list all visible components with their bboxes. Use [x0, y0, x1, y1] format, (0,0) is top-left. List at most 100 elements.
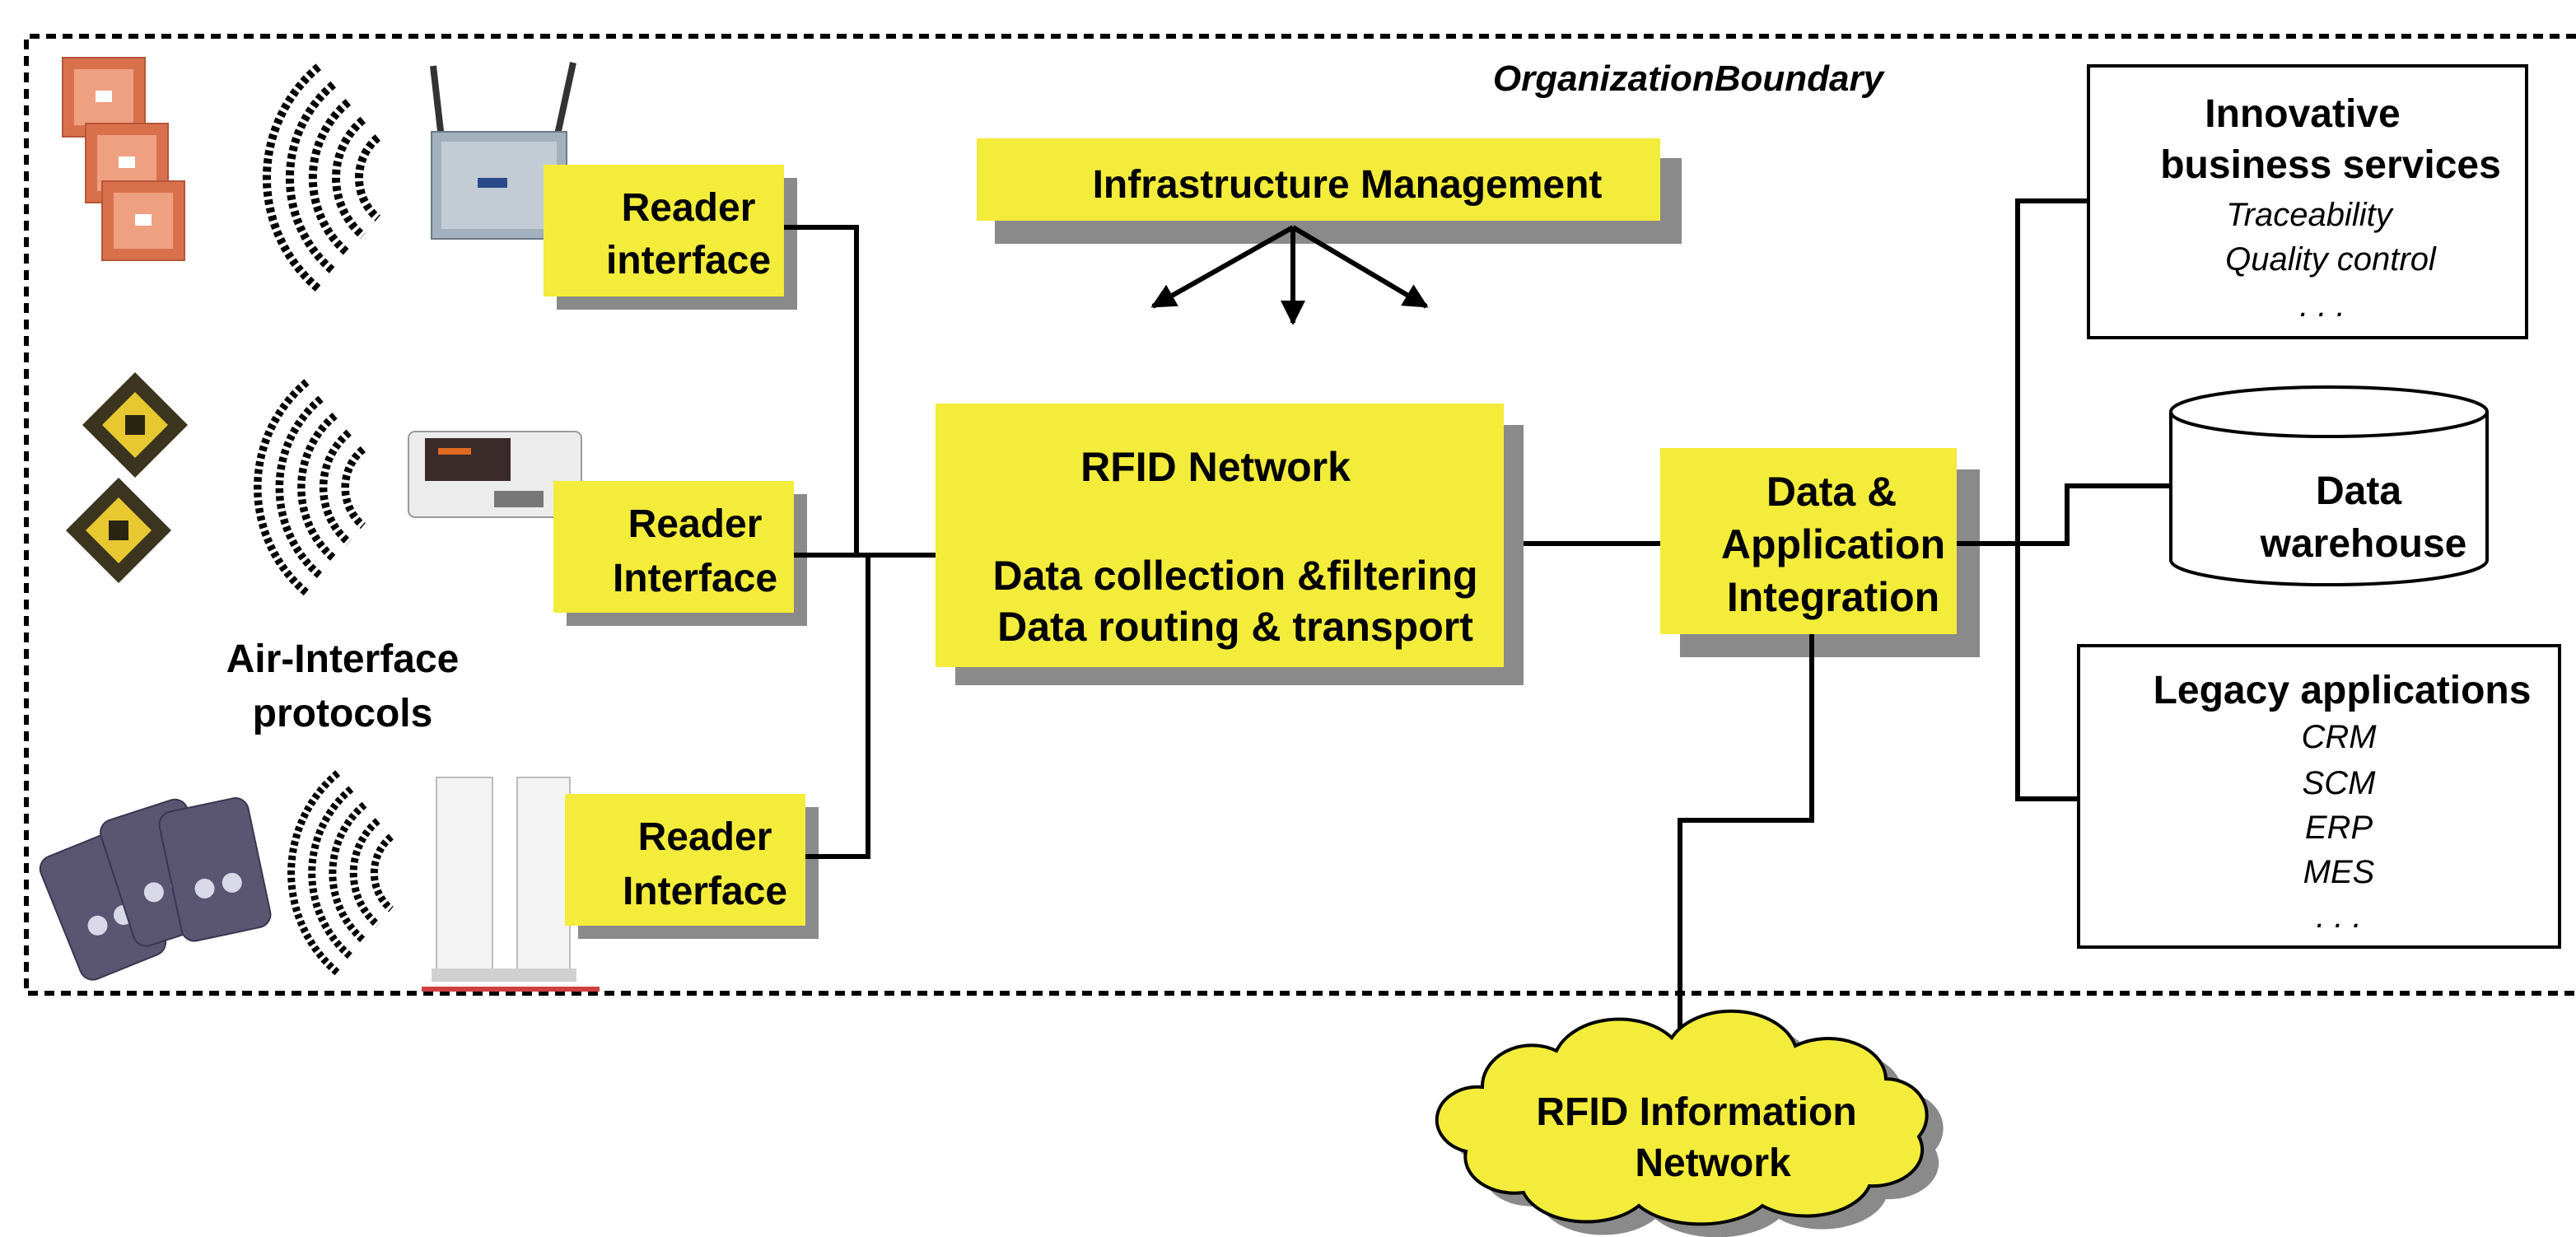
- gate-base: [432, 969, 576, 982]
- card-dot: [87, 915, 108, 936]
- infrastructure-management-label: Infrastructure Management: [1093, 163, 1603, 207]
- box-fill: [1660, 448, 1957, 634]
- reader-port: [494, 491, 544, 507]
- legacy-application-item: MES: [2303, 854, 2375, 890]
- reader-interface-label: Interface: [623, 870, 787, 913]
- wave-arc: [355, 134, 381, 222]
- gate-reader-icon: [422, 777, 600, 992]
- card-dot: [222, 872, 242, 893]
- data-warehouse-line2: warehouse: [2260, 522, 2467, 566]
- management-arrows: [1150, 225, 1429, 325]
- antenna-right: [553, 62, 576, 139]
- tag-chip: [125, 415, 145, 435]
- business-services-line2: business services: [2160, 143, 2501, 187]
- connector-integration-cloud: [1678, 634, 1814, 1054]
- wave-arc: [370, 833, 394, 913]
- organization-boundary: [24, 34, 2576, 996]
- business-services-line1: Innovative: [2205, 92, 2400, 136]
- wave-arc: [341, 446, 366, 530]
- box-fill: [544, 165, 784, 296]
- information-network-line1: RFID Information: [1536, 1090, 1856, 1134]
- gate-panel-right: [516, 777, 571, 979]
- rfid-tag-icon: [82, 372, 188, 478]
- integration-line1: Data &: [1766, 469, 1897, 515]
- wave-arc: [332, 116, 366, 240]
- cylinder-body: [2169, 412, 2489, 586]
- legacy-application-item: CRM: [2301, 719, 2377, 755]
- reader-interface-box-1: Reader interface: [544, 165, 797, 310]
- wave-arc: [319, 429, 352, 546]
- box-fill: [977, 138, 1660, 221]
- connector-reader-1: [784, 225, 859, 555]
- box-frame: [2077, 644, 2561, 949]
- reader-interface-box-2: Reader Interface: [553, 481, 807, 626]
- integration-line3: Integration: [1727, 574, 1939, 620]
- gate-panel-left: [436, 777, 493, 979]
- cloud-shape: [1435, 1009, 1929, 1226]
- reader-interface-box-3: Reader Interface: [565, 794, 819, 939]
- cylinder-top: [2169, 385, 2489, 438]
- arrow-left: [1150, 225, 1295, 309]
- legacy-application-item: ERP: [2305, 810, 2373, 846]
- tag-chip: [96, 91, 112, 102]
- wave-arc: [285, 81, 337, 275]
- rfid-network-line1: Data collection &filtering: [993, 553, 1478, 599]
- reader-interface-label: Reader: [638, 815, 772, 859]
- connector-reader-3: [805, 555, 870, 859]
- rfid-card-icon: [158, 797, 272, 942]
- information-network-line2: Network: [1635, 1141, 1791, 1185]
- wave-arc: [275, 395, 324, 580]
- business-service-item: Traceability: [2226, 197, 2395, 233]
- rfid-network-box: RFID Network Data collection &filtering …: [936, 404, 1524, 685]
- gate-caption-mark: [422, 987, 600, 992]
- box-fill: [936, 404, 1504, 667]
- wave-arc: [297, 412, 338, 563]
- infrastructure-management-box: Infrastructure Management: [977, 138, 1682, 244]
- box-fill: [553, 481, 794, 613]
- radio-waves-icon: [287, 770, 394, 976]
- radio-waves-icon: [262, 63, 381, 292]
- business-service-item: . . .: [2299, 287, 2345, 324]
- card-dot: [143, 882, 164, 903]
- rfid-tag-icon: [66, 478, 171, 583]
- arrow-right: [1291, 225, 1429, 309]
- reader-interface-label: interface: [606, 239, 771, 282]
- reader-label: [478, 178, 507, 188]
- legacy-application-item: SCM: [2303, 765, 2377, 801]
- wave-arc: [287, 770, 341, 976]
- rfid-network-title: RFID Network: [1080, 444, 1351, 490]
- reader-interface-label: Interface: [613, 557, 777, 600]
- box-fill: [565, 794, 805, 926]
- integration-line2: Application: [1721, 521, 1945, 567]
- air-interface-label-line2: protocols: [253, 692, 433, 735]
- data-warehouse-cylinder: Data warehouse: [2169, 385, 2489, 586]
- connector-integration-warehouse: [1957, 483, 2171, 546]
- tag-chip: [119, 156, 135, 168]
- reader-accent: [438, 448, 471, 455]
- rfid-network-line2: Data routing & transport: [997, 604, 1473, 650]
- card-dot: [194, 878, 215, 899]
- tag-chip: [135, 214, 152, 226]
- rfid-tag-stack-icon: [66, 372, 188, 583]
- data-warehouse-line1: Data: [2316, 469, 2401, 513]
- reader-panel: [425, 438, 511, 481]
- integration-box: Data & Application Integration: [1660, 448, 1980, 657]
- rfid-tag-stack-icon: [62, 57, 185, 261]
- card-body: [158, 797, 272, 942]
- tag-chip: [109, 520, 128, 540]
- business-services-box: Innovative business services Traceabilit…: [2087, 64, 2528, 339]
- connector-trunk-right: [2015, 198, 2088, 801]
- reader-interface-label: Reader: [622, 186, 756, 230]
- rfid-card-stack-icon: [39, 797, 272, 981]
- business-service-item: Quality control: [2225, 241, 2437, 278]
- air-interface-label-line1: Air-Interface: [226, 637, 460, 681]
- legacy-applications-box: Legacy applications CRM SCM ERP MES . . …: [2077, 644, 2561, 949]
- wave-arc: [262, 63, 322, 292]
- wave-arc: [308, 99, 352, 257]
- wave-arc: [254, 379, 310, 596]
- wave-arc: [349, 818, 380, 928]
- serial-reader-icon: [408, 431, 582, 518]
- information-network-cloud: RFID Information Network: [1435, 1009, 1944, 1237]
- radio-waves-icon: [254, 379, 366, 596]
